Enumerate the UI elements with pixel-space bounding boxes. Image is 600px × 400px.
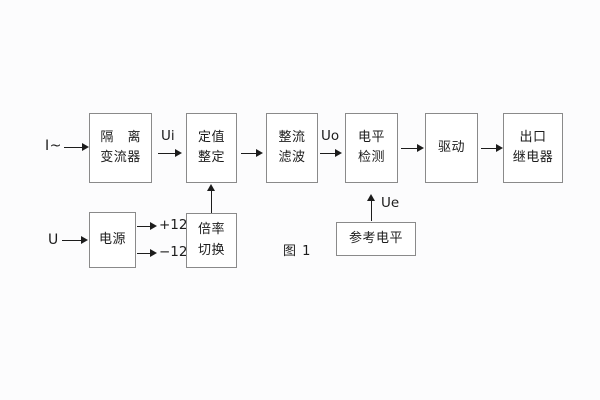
block-power-supply[interactable]: 电源: [89, 212, 136, 268]
arrowhead-multiplier-to-setting: [207, 184, 215, 191]
connector-level-to-driver: [401, 148, 418, 149]
arrowhead-setting-to-rectifier: [256, 149, 263, 157]
block-multiplier-switch[interactable]: 倍率 切换: [186, 213, 237, 268]
block-rectifier-line-2: 滤波: [278, 150, 306, 165]
block-output-line-2: 继电器: [512, 150, 554, 165]
connector-setting-to-rectifier: [241, 153, 257, 154]
block-level-detection[interactable]: 电平 检测: [345, 113, 398, 183]
arrowhead-rail-negative: [150, 249, 157, 257]
connector-power-rail-positive: [137, 226, 151, 227]
connector-rectifier-to-level: [320, 153, 336, 154]
block-isolation-line-1: 隔 离: [100, 129, 146, 145]
input-current-label: I~: [45, 138, 62, 154]
block-rectifier-line-1: 整流: [278, 129, 306, 145]
connector-reference-to-level: [371, 200, 372, 221]
block-level-line-1: 电平: [357, 129, 385, 145]
block-driver[interactable]: 驱动: [425, 113, 478, 183]
connector-driver-to-output: [481, 148, 498, 149]
connector-input-to-isolation: [64, 147, 82, 148]
connector-power-rail-negative: [137, 253, 151, 254]
connector-input-to-power: [62, 240, 82, 241]
block-power-line-1: 电源: [98, 231, 126, 247]
block-driver-line-1: 驱动: [437, 139, 465, 155]
block-rectifier-filter[interactable]: 整流 滤波: [266, 113, 318, 183]
signal-ue-label: Ue: [381, 195, 400, 211]
block-level-line-2: 检测: [357, 150, 385, 165]
block-isolation-line-2: 变流器: [100, 150, 141, 165]
arrowhead-rail-positive: [150, 222, 157, 230]
block-output-line-1: 出口: [519, 129, 547, 145]
arrowhead-isolation-to-setting: [175, 149, 182, 157]
block-multiplier-line-1: 倍率: [197, 222, 225, 238]
block-isolation-transformer[interactable]: 隔 离 变流器: [89, 113, 152, 183]
arrowhead-rectifier-to-level: [335, 149, 342, 157]
arrowhead-input-to-power: [81, 236, 88, 244]
block-reference-level[interactable]: 参考电平: [336, 222, 416, 256]
block-setting-line-2: 整定: [197, 150, 225, 165]
connector-multiplier-to-setting: [211, 190, 212, 213]
block-setting-value[interactable]: 定值 整定: [186, 113, 237, 183]
figure-caption: 图 1: [283, 244, 312, 259]
input-voltage-label: U: [48, 232, 59, 248]
arrowhead-reference-to-level: [367, 194, 375, 201]
arrowhead-level-to-driver: [417, 144, 424, 152]
block-multiplier-line-2: 切换: [197, 242, 225, 258]
arrowhead-input-to-isolation: [82, 143, 89, 151]
block-setting-line-1: 定值: [197, 129, 225, 145]
signal-ui-label: Ui: [161, 128, 175, 144]
arrowhead-driver-to-output: [496, 144, 503, 152]
signal-uo-label: Uo: [321, 128, 340, 144]
connector-isolation-to-setting: [158, 153, 175, 154]
block-output-relay[interactable]: 出口 继电器: [503, 113, 563, 183]
block-reference-line-1: 参考电平: [348, 230, 403, 246]
